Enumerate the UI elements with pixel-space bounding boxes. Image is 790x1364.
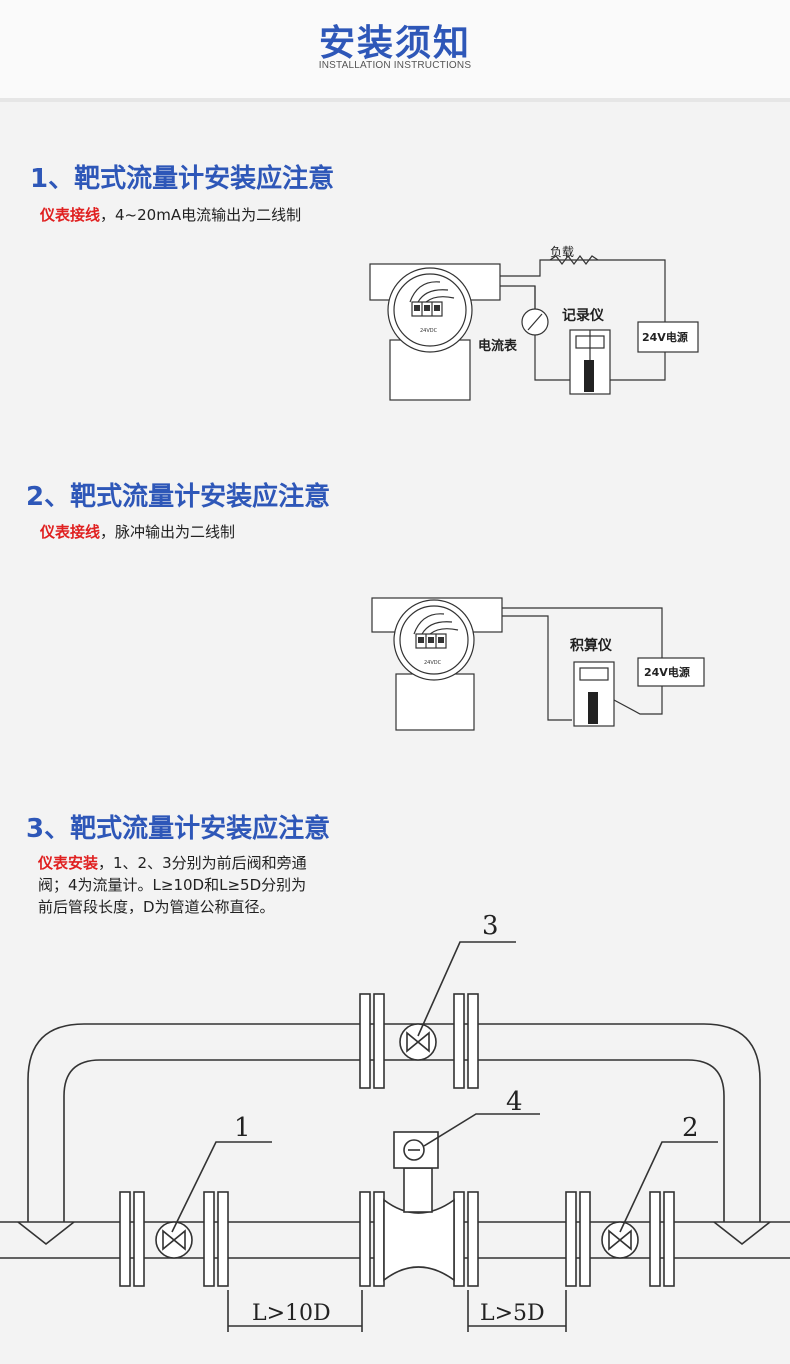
callout-4: 4	[506, 1087, 523, 1117]
section-1-text: ，4~20mA电流输出为二线制	[100, 206, 302, 224]
dimension-downstream: L>5D	[480, 1301, 545, 1326]
terminal-label-2: 24VDC	[424, 660, 442, 666]
page-header: 安装须知 INSTALLATION INSTRUCTIONS	[0, 0, 790, 102]
callout-1: 1	[234, 1113, 251, 1143]
section-3-title: 3、靶式流量计安装应注意	[26, 814, 331, 844]
terminal-label-1: 24VDC	[420, 328, 438, 334]
section-3-line2: 阀；4为流量计。L≥10D和L≥5D分别为	[38, 876, 307, 894]
power-label-1: 24V电源	[642, 330, 688, 344]
wiring-diagram-pulse: 24VDC 积算仪 24V电源	[371, 597, 705, 731]
page-title: 安装须知	[318, 23, 471, 64]
section-2-title: 2、靶式流量计安装应注意	[26, 482, 331, 512]
section-1-highlight: 仪表接线	[40, 206, 101, 224]
load-label: 负载	[550, 245, 574, 259]
totalizer-label: 积算仪	[570, 637, 613, 654]
power-label-2: 24V电源	[644, 665, 690, 679]
ammeter-label: 电流表	[478, 338, 518, 354]
section-1-desc: 仪表接线，4~20mA电流输出为二线制	[40, 204, 301, 226]
section-3-line1: ，1、2、3分别为前后阀和旁通	[98, 854, 307, 872]
section-3-highlight: 仪表安装	[38, 854, 99, 872]
section-2-desc: 仪表接线，脉冲输出为二线制	[40, 521, 235, 543]
dimension-upstream: L>10D	[252, 1301, 331, 1326]
recorder-label: 记录仪	[562, 308, 605, 324]
section-2-text: ，脉冲输出为二线制	[100, 523, 236, 541]
section-2-highlight: 仪表接线	[40, 523, 101, 541]
callout-2: 2	[682, 1113, 699, 1143]
installation-diagram: 3 4 1 2 L>10D L>5D	[0, 911, 790, 1332]
section-3-line3: 前后管段长度，D为管道公称直径。	[38, 898, 275, 916]
page-subtitle: INSTALLATION INSTRUCTIONS	[318, 60, 472, 71]
callout-3: 3	[482, 911, 499, 941]
wiring-diagram-current: 24VDC 负载 记录仪 电流表 24V电源	[369, 245, 699, 401]
section-3-desc: 仪表安装，1、2、3分别为前后阀和旁通 阀；4为流量计。L≥10D和L≥5D分别…	[38, 852, 307, 918]
section-1-title: 1、靶式流量计安装应注意	[30, 164, 335, 194]
